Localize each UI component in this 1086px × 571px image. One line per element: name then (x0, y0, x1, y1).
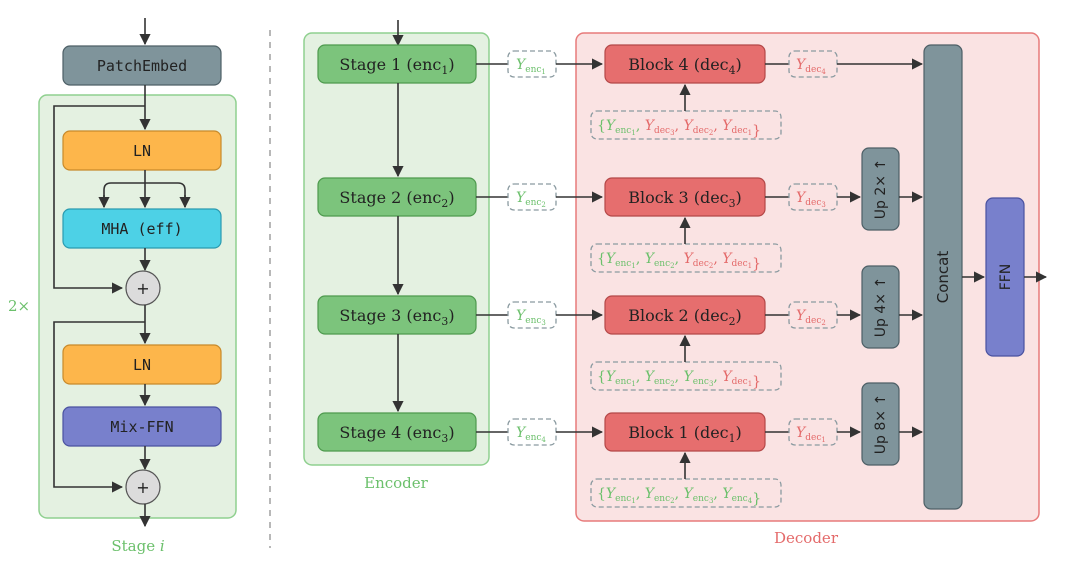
decoder-block-4-label: Block 4 (dec4) (628, 55, 742, 77)
patch-embed-box (62, 45, 222, 86)
upsample-box-3-label: Up 8× ↑ (873, 394, 889, 454)
ln-top-label: LN (133, 142, 151, 160)
add-node-1-label: + (136, 279, 149, 298)
residual-path-2 (53, 321, 145, 493)
encoder-caption: Encoder (364, 474, 429, 492)
decoder-input-set-4-label: {Yenc1, Ydec3, Ydec2, Ydec1} (597, 118, 761, 139)
decoder-input-set-2 (590, 361, 782, 391)
decoder-input-set-1-label: {Yenc1, Yenc2, Yenc3, Yenc4} (597, 486, 761, 507)
encoder-panel (303, 32, 490, 466)
patch-embed-label: PatchEmbed (97, 57, 187, 75)
decoder-block-3-label: Block 3 (dec3) (628, 188, 742, 210)
add-node-1 (125, 270, 161, 306)
decoder-input-set-3 (590, 243, 782, 273)
decoder-block-1-label: Block 1 (dec1) (628, 423, 742, 445)
upsample-box-1 (861, 147, 900, 231)
add-node-2-label: + (136, 478, 149, 497)
encoder-output-token-4-label: Yenc4 (516, 425, 546, 444)
encoder-stage-4-label: Stage 4 (enc3) (339, 423, 454, 445)
add-node-2 (125, 469, 161, 505)
encoder-output-token-3-label: Yenc3 (516, 308, 546, 327)
ffn-label: FFN (998, 264, 1014, 291)
encoder-stage-2-label: Stage 2 (enc2) (339, 188, 454, 210)
decoder-output-token-4-label: Ydec4 (796, 57, 826, 76)
upsample-box-2 (861, 265, 900, 349)
upsample-box-2-label: Up 4× ↑ (873, 277, 889, 337)
repeat-label: 2× (8, 297, 30, 315)
mha-label: MHA (eff) (101, 220, 182, 238)
decoder-output-token-2-label: Ydec2 (796, 308, 826, 327)
ln-bottom-label: LN (133, 356, 151, 374)
decoder-input-set-2-label: {Yenc1, Yenc2, Yenc3, Ydec1} (597, 369, 761, 390)
mix-ffn-box (62, 406, 222, 447)
concat-label: Concat (934, 251, 952, 304)
residual-path-1 (53, 105, 145, 294)
encoder-output-token-1-label: Yenc1 (516, 57, 546, 76)
ln-bottom-box (62, 344, 222, 385)
encoder-stage-1-label: Stage 1 (enc1) (339, 55, 454, 77)
decoder-block-2-label: Block 2 (dec2) (628, 306, 742, 328)
decoder-caption: Decoder (774, 529, 839, 547)
ln-top-box (62, 130, 222, 171)
upsample-box-3 (861, 382, 900, 466)
encoder-stage-3-label: Stage 3 (enc3) (339, 306, 454, 328)
decoder-input-set-4 (590, 110, 782, 140)
decoder-output-token-3-label: Ydec3 (796, 190, 826, 209)
mha-box (62, 208, 222, 249)
encoder-output-token-2-label: Yenc2 (516, 190, 546, 209)
upsample-box-1-label: Up 2× ↑ (873, 159, 889, 219)
decoder-input-set-3-label: {Yenc1, Yenc2, Ydec2, Ydec1} (597, 251, 761, 272)
stage-caption: Stage i (111, 537, 165, 555)
mix-ffn-label: Mix-FFN (110, 418, 173, 436)
decoder-output-token-1-label: Ydec1 (796, 425, 826, 444)
decoder-input-set-1 (590, 478, 782, 508)
